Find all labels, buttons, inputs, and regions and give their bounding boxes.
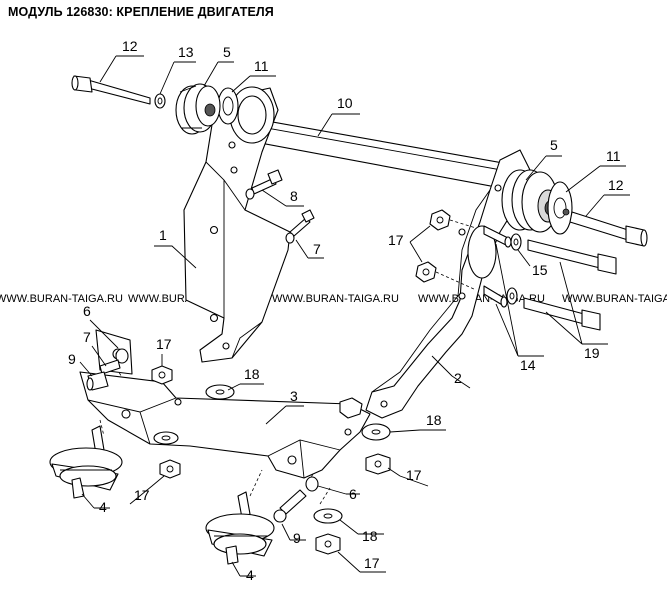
callout-11-right: 11 <box>565 148 626 193</box>
svg-text:14: 14 <box>520 357 536 373</box>
part-13-washer <box>154 93 166 109</box>
part-8-bolt <box>245 169 283 200</box>
svg-text:12: 12 <box>122 38 138 54</box>
part-19-bolts <box>523 239 617 331</box>
callout-1: 1 <box>154 227 197 269</box>
svg-text:11: 11 <box>254 58 269 74</box>
watermark-3: WWW.BURAN-TAIGA.RU <box>272 293 399 305</box>
callout-10: 10 <box>317 95 360 137</box>
svg-text:4: 4 <box>246 567 254 583</box>
svg-text:9: 9 <box>293 530 301 546</box>
callout-18-right: 18 <box>389 412 446 433</box>
callout-9-lower: 9 <box>281 523 306 546</box>
callout-2: 2 <box>431 355 471 389</box>
svg-text:17: 17 <box>364 555 380 571</box>
part-7-bolt-left <box>99 359 121 375</box>
part-10-tube <box>241 115 521 191</box>
part-6-washer-lower <box>305 476 319 492</box>
callout-4-lower: 4 <box>231 561 256 583</box>
callout-9-left: 9 <box>68 351 93 377</box>
callout-12-right: 12 <box>585 177 630 217</box>
callout-7-upper: 7 <box>295 239 324 259</box>
svg-text:5: 5 <box>550 137 558 153</box>
part-12-right-bolt <box>569 211 648 247</box>
svg-text:18: 18 <box>244 366 260 382</box>
svg-text:1: 1 <box>159 227 167 243</box>
callout-8: 8 <box>261 188 304 207</box>
callout-6-left: 6 <box>83 303 119 349</box>
svg-text:3: 3 <box>290 388 298 404</box>
svg-text:13: 13 <box>178 44 194 60</box>
part-12-left-bolt <box>71 75 151 105</box>
part-11-right-flange <box>547 181 573 235</box>
part-11-left-flange <box>217 87 239 125</box>
part-4-lower-mount <box>205 491 275 565</box>
svg-text:17: 17 <box>406 467 422 483</box>
page-title: МОДУЛЬ 126830: КРЕПЛЕНИЕ ДВИГАТЕЛЯ <box>8 5 274 19</box>
svg-text:11: 11 <box>606 148 621 164</box>
callout-3: 3 <box>265 388 304 425</box>
svg-text:2: 2 <box>454 370 462 386</box>
part-1-left-bracket <box>183 86 291 363</box>
callout-7-left: 7 <box>83 329 107 367</box>
svg-text:17: 17 <box>156 336 172 352</box>
part-17-nuts-right <box>415 209 451 283</box>
callout-17-lower-left: 17 <box>129 475 165 505</box>
callout-18-upper: 18 <box>227 366 264 391</box>
callout-11-left: 11 <box>231 58 276 93</box>
callout-15: 15 <box>517 249 548 278</box>
part-18-washers <box>153 384 391 524</box>
callout-13: 13 <box>159 44 196 95</box>
svg-text:12: 12 <box>608 177 624 193</box>
callout-17-bottom: 17 <box>337 551 386 573</box>
part-7-bolt-upper <box>285 209 315 244</box>
callout-4-left: 4 <box>81 493 110 515</box>
part-17-nuts-lower <box>159 397 391 555</box>
part-2-right-bracket <box>365 149 531 419</box>
part-4-left-mount <box>49 425 123 499</box>
svg-text:10: 10 <box>337 95 353 111</box>
svg-text:17: 17 <box>388 232 404 248</box>
svg-text:8: 8 <box>290 188 298 204</box>
watermark-row: WWW.BURAN-TAIGA.RU WWW.BURAN-TAIGA.RU WW… <box>0 293 667 305</box>
svg-text:7: 7 <box>313 241 321 257</box>
svg-text:6: 6 <box>83 303 91 319</box>
svg-text:15: 15 <box>532 262 548 278</box>
callout-6-lower: 6 <box>317 485 360 502</box>
watermark-5: WWW.BURAN-TAIGA.RU <box>562 293 667 305</box>
callout-17-right: 17 <box>388 225 431 263</box>
svg-text:5: 5 <box>223 44 231 60</box>
part-9-bolt-lower <box>273 489 307 523</box>
part-5-left-bushing <box>175 83 221 135</box>
part-9-bolt-left <box>86 371 109 391</box>
callout-5-right: 5 <box>525 137 562 181</box>
svg-text:9: 9 <box>68 351 76 367</box>
svg-text:7: 7 <box>83 329 91 345</box>
part-14-spacers <box>483 225 512 308</box>
part-15-washers <box>506 233 522 305</box>
callout-17-left: 17 <box>156 336 172 366</box>
callout-12-left: 12 <box>99 38 144 83</box>
callout-14: 14 <box>495 243 544 373</box>
svg-text:18: 18 <box>362 528 378 544</box>
watermark-1: WWW.BURAN-TAIGA.RU <box>0 293 123 305</box>
part-6-washer-left <box>115 348 129 364</box>
part-17-nut-left <box>151 365 173 385</box>
callout-17-lower-right: 17 <box>387 467 429 487</box>
callout-18-lower: 18 <box>339 519 384 544</box>
svg-text:4: 4 <box>99 499 107 515</box>
svg-text:19: 19 <box>584 345 600 361</box>
callout-19: 19 <box>545 261 608 361</box>
svg-text:18: 18 <box>426 412 442 428</box>
callout-5-left: 5 <box>203 44 234 87</box>
